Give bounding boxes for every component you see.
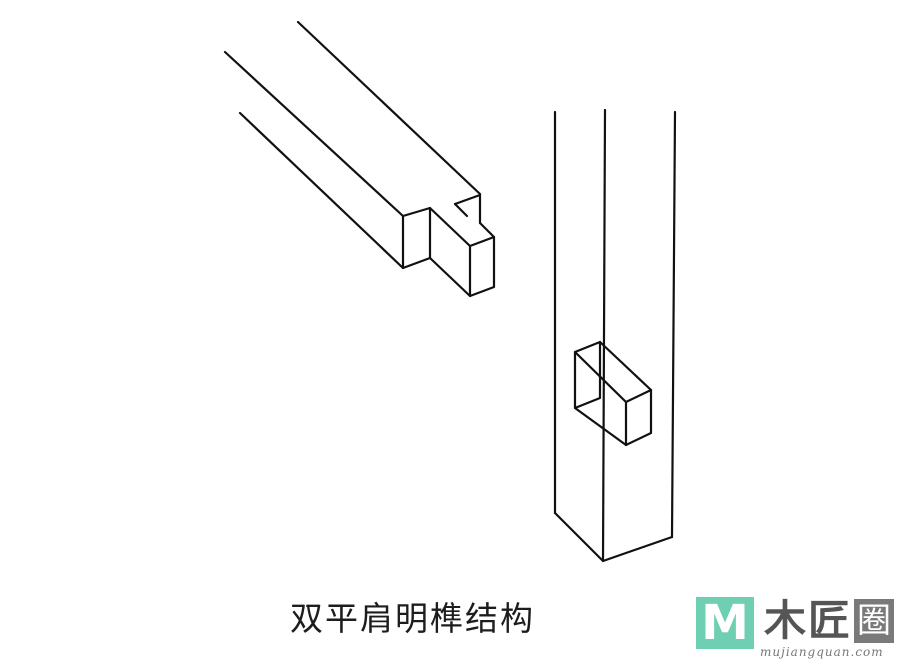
diagram-caption: 双平肩明榫结构: [290, 599, 535, 638]
mortise: [573, 340, 653, 447]
logo-char-mu: 木: [764, 596, 807, 645]
column-with-mortise: [553, 108, 677, 563]
watermark-logo: M 木 匠 圈 mujiangquan.com: [696, 596, 896, 659]
logo-url: mujiangquan.com: [760, 645, 884, 659]
logo-char-jiang: 匠: [808, 596, 851, 645]
logo-char-quan: 圈: [854, 599, 894, 643]
beam-with-tenon: [223, 20, 496, 298]
logo-m-badge: M: [696, 597, 754, 649]
